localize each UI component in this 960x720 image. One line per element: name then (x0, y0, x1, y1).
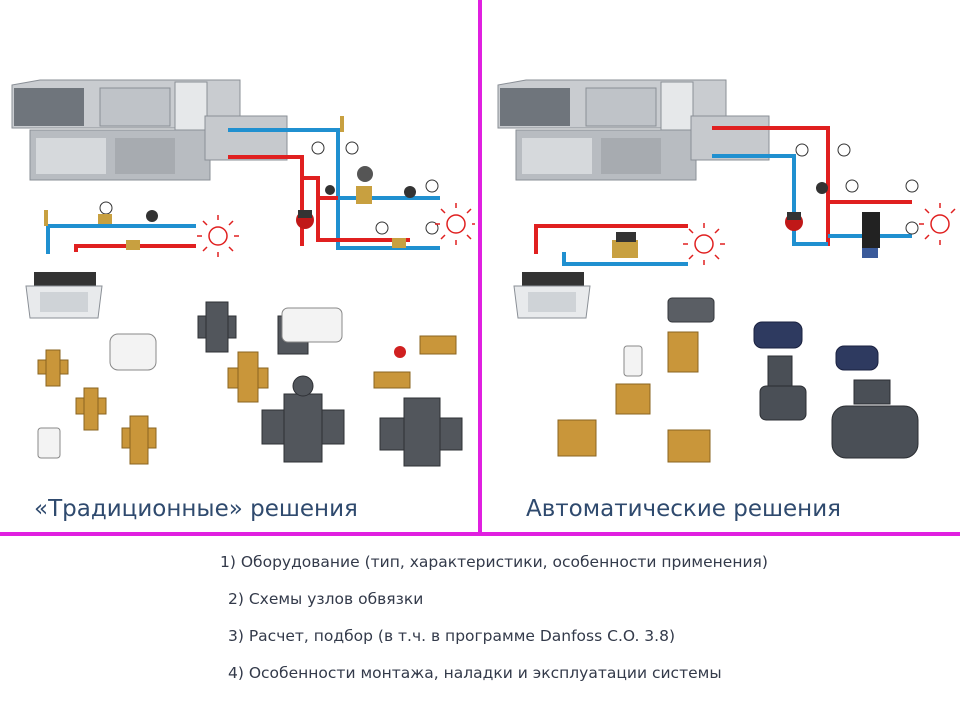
vertical-divider (478, 0, 482, 534)
air-handling-unit-illustration (497, 79, 770, 181)
valves-illustration (37, 301, 463, 467)
fan-coil-unit-illustration (513, 272, 591, 319)
traditional-schematic (11, 79, 475, 467)
heat-consumer-icon (683, 203, 956, 265)
traditional-solutions-panel: «Традиционные» решения (0, 0, 478, 532)
pipe-fittings (44, 116, 439, 250)
horizontal-divider (0, 532, 960, 536)
automatic-schematic (497, 79, 956, 463)
list-item-calculation: 3) Расчет, подбор (в т.ч. в программе Da… (228, 627, 675, 645)
pipe-fittings (612, 143, 919, 258)
air-handling-unit-illustration (11, 79, 288, 181)
list-item-installation: 4) Особенности монтажа, наладки и эксплу… (228, 664, 722, 682)
list-item-schemes: 2) Схемы узлов обвязки (228, 590, 424, 608)
automatic-valves-illustration (557, 297, 919, 463)
heat-consumer-icon (197, 203, 475, 257)
traditional-solutions-caption: «Традиционные» решения (34, 496, 358, 522)
automatic-solutions-panel: Автоматические решения (482, 0, 960, 532)
automatic-solutions-caption: Автоматические решения (526, 496, 842, 522)
fan-coil-unit-illustration (25, 272, 103, 319)
list-item-equipment: 1) Оборудование (тип, характеристики, ос… (220, 553, 768, 571)
